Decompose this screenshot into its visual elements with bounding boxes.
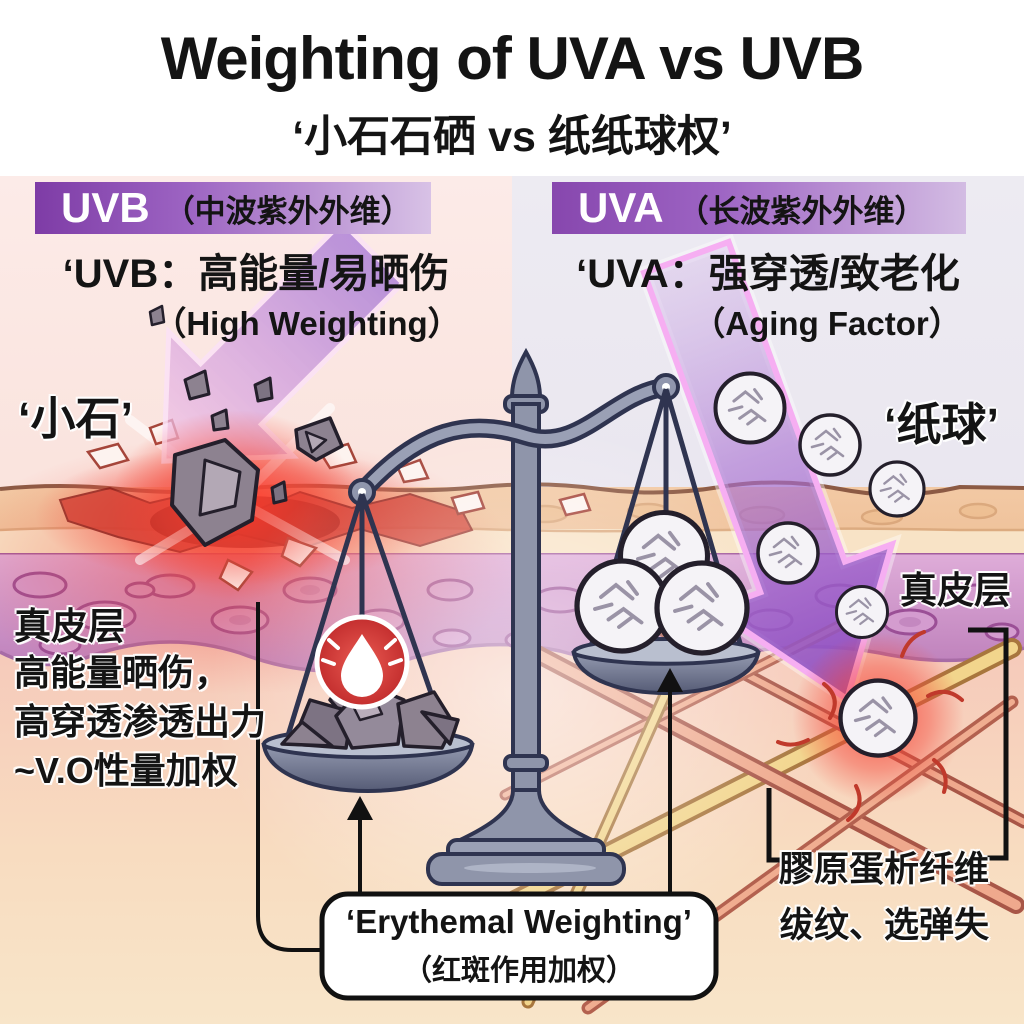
- uva-pan: [571, 388, 761, 695]
- uvb-effect-line-3: ~V.O性量加权: [14, 750, 238, 791]
- uva-headline: ‘UVA：强穿透/致老化: [576, 252, 960, 296]
- sunburn-droplet-icon: [314, 614, 410, 710]
- uvb-headline: ‘UVB：高能量/易晒伤: [62, 252, 450, 296]
- uva-banner-label: UVA: [578, 184, 664, 231]
- uvb-dermis-label: 真皮层: [14, 606, 125, 647]
- uva-effect-line-1: 膠原蛋析纤维: [778, 850, 989, 889]
- uva-effect-notes: 膠原蛋析纤维 绂纹、选弹失: [752, 842, 1016, 954]
- arrow-to-uva-pan: [657, 668, 683, 692]
- title-background: [0, 0, 1024, 176]
- uva-projectile-label: ‘纸球’: [884, 399, 1000, 450]
- uva-dermis-label: 真皮层: [900, 570, 1011, 611]
- rock-projectiles: [148, 304, 344, 547]
- uvb-projectile-label: ‘小石’: [18, 393, 134, 444]
- uvb-banner: UVB （中波紫外外维）: [35, 182, 431, 234]
- erythemal-caption-cn: （红斑作用加权）: [402, 955, 635, 987]
- uvb-subheadline: （High Weighting）: [153, 305, 461, 342]
- uvb-pan: [261, 493, 475, 793]
- bracket-left: [766, 788, 806, 863]
- embedded-paper-ball: [776, 630, 964, 822]
- uva-banner: UVA （长波紫外外维）: [552, 182, 966, 234]
- uvb-banner-label: UVB: [61, 184, 150, 231]
- uva-subheadline: （Aging Factor）: [692, 305, 962, 342]
- uvb-effect-line-1: 高能量晒伤，: [14, 652, 231, 693]
- page-subtitle: ‘小石石硒 vs 纸纸球权’: [292, 113, 732, 161]
- uvb-effect-line-2: 高穿透渗透出力: [14, 701, 267, 742]
- uvb-effect-notes: 高能量晒伤， 高穿透渗透出力 ~V.O性量加权: [14, 648, 266, 795]
- uva-effect-line-2: 绂纹、选弹失: [778, 906, 989, 945]
- uva-banner-note: （长波紫外外维）: [677, 193, 926, 229]
- erythemal-caption-en: ‘Erythemal Weighting’: [346, 903, 692, 940]
- arrow-to-uvb-pan: [347, 796, 373, 820]
- callout-connectors: [256, 602, 1009, 952]
- uvb-banner-note: （中波紫外外维）: [163, 193, 412, 229]
- balance-scale-icon: [261, 347, 761, 886]
- bracket-right: [968, 627, 1009, 861]
- page-title: Weighting of UVA vs UVB: [160, 25, 865, 92]
- erythemal-label-box: [319, 891, 719, 1001]
